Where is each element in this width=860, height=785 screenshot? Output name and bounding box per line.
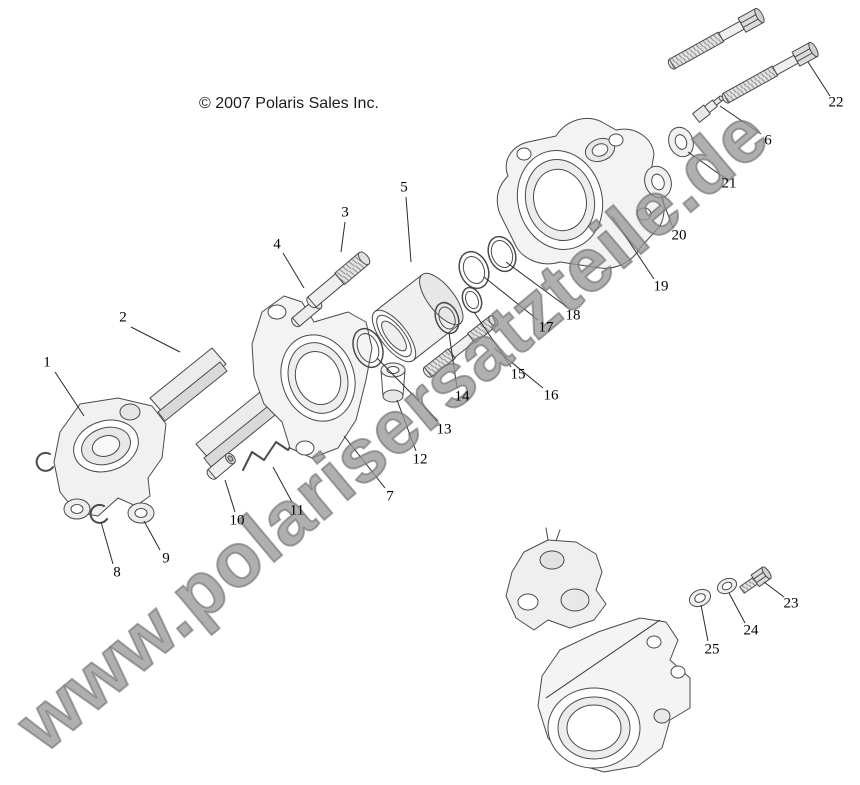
callout-21: 21 [721, 175, 737, 192]
callout-4: 4 [273, 236, 281, 253]
part-o-ring-17 [458, 250, 490, 290]
callout-12: 12 [412, 451, 428, 468]
assembled-caliper [505, 527, 607, 631]
part-dust-boot [380, 362, 406, 403]
callout-24: 24 [743, 622, 759, 639]
callout-11: 11 [289, 502, 305, 519]
callout-5: 5 [400, 179, 408, 196]
part-washer-21 [668, 126, 694, 158]
callout-15: 15 [510, 366, 526, 383]
callout-16: 16 [543, 387, 559, 404]
part-bearing-carrier [496, 118, 665, 269]
callout-8: 8 [113, 564, 121, 581]
callout-2: 2 [119, 309, 127, 326]
callout-13: 13 [436, 421, 452, 438]
part-washer-20 [644, 165, 672, 199]
callout-19: 19 [653, 278, 669, 295]
callout-7: 7 [386, 488, 394, 505]
spindle-housing [537, 617, 691, 773]
part-ring-18 [487, 235, 517, 273]
part-flange-bolt [739, 566, 772, 594]
part-circlips [35, 451, 108, 524]
callout-22: 22 [828, 94, 844, 111]
part-mount-bracket [251, 295, 373, 459]
callout-25: 25 [704, 641, 720, 658]
part-mounting-bolts [667, 7, 819, 104]
callout-23: 23 [783, 595, 799, 612]
leader-lines [54, 61, 831, 699]
copyright-text: © 2007 Polaris Sales Inc. [199, 95, 379, 112]
part-washer-24 [716, 577, 738, 595]
part-pin-bolt [306, 251, 371, 309]
callout-9: 9 [162, 550, 170, 567]
callout-6: 6 [764, 132, 772, 149]
part-caliper-body [53, 397, 167, 524]
callout-17: 17 [538, 319, 554, 336]
callout-1: 1 [43, 354, 51, 371]
part-piston-seal [352, 327, 384, 369]
callout-3: 3 [341, 204, 349, 221]
callout-14: 14 [454, 388, 470, 405]
callout-10: 10 [229, 512, 245, 529]
part-washer-25 [688, 588, 712, 608]
part-o-ring-14 [434, 301, 460, 335]
part-bleeder-screw [692, 95, 724, 123]
part-piston [371, 272, 464, 363]
part-o-ring-15 [461, 286, 483, 314]
callout-18: 18 [565, 307, 581, 324]
callout-20: 20 [671, 227, 687, 244]
part-pad-pin [206, 452, 236, 480]
